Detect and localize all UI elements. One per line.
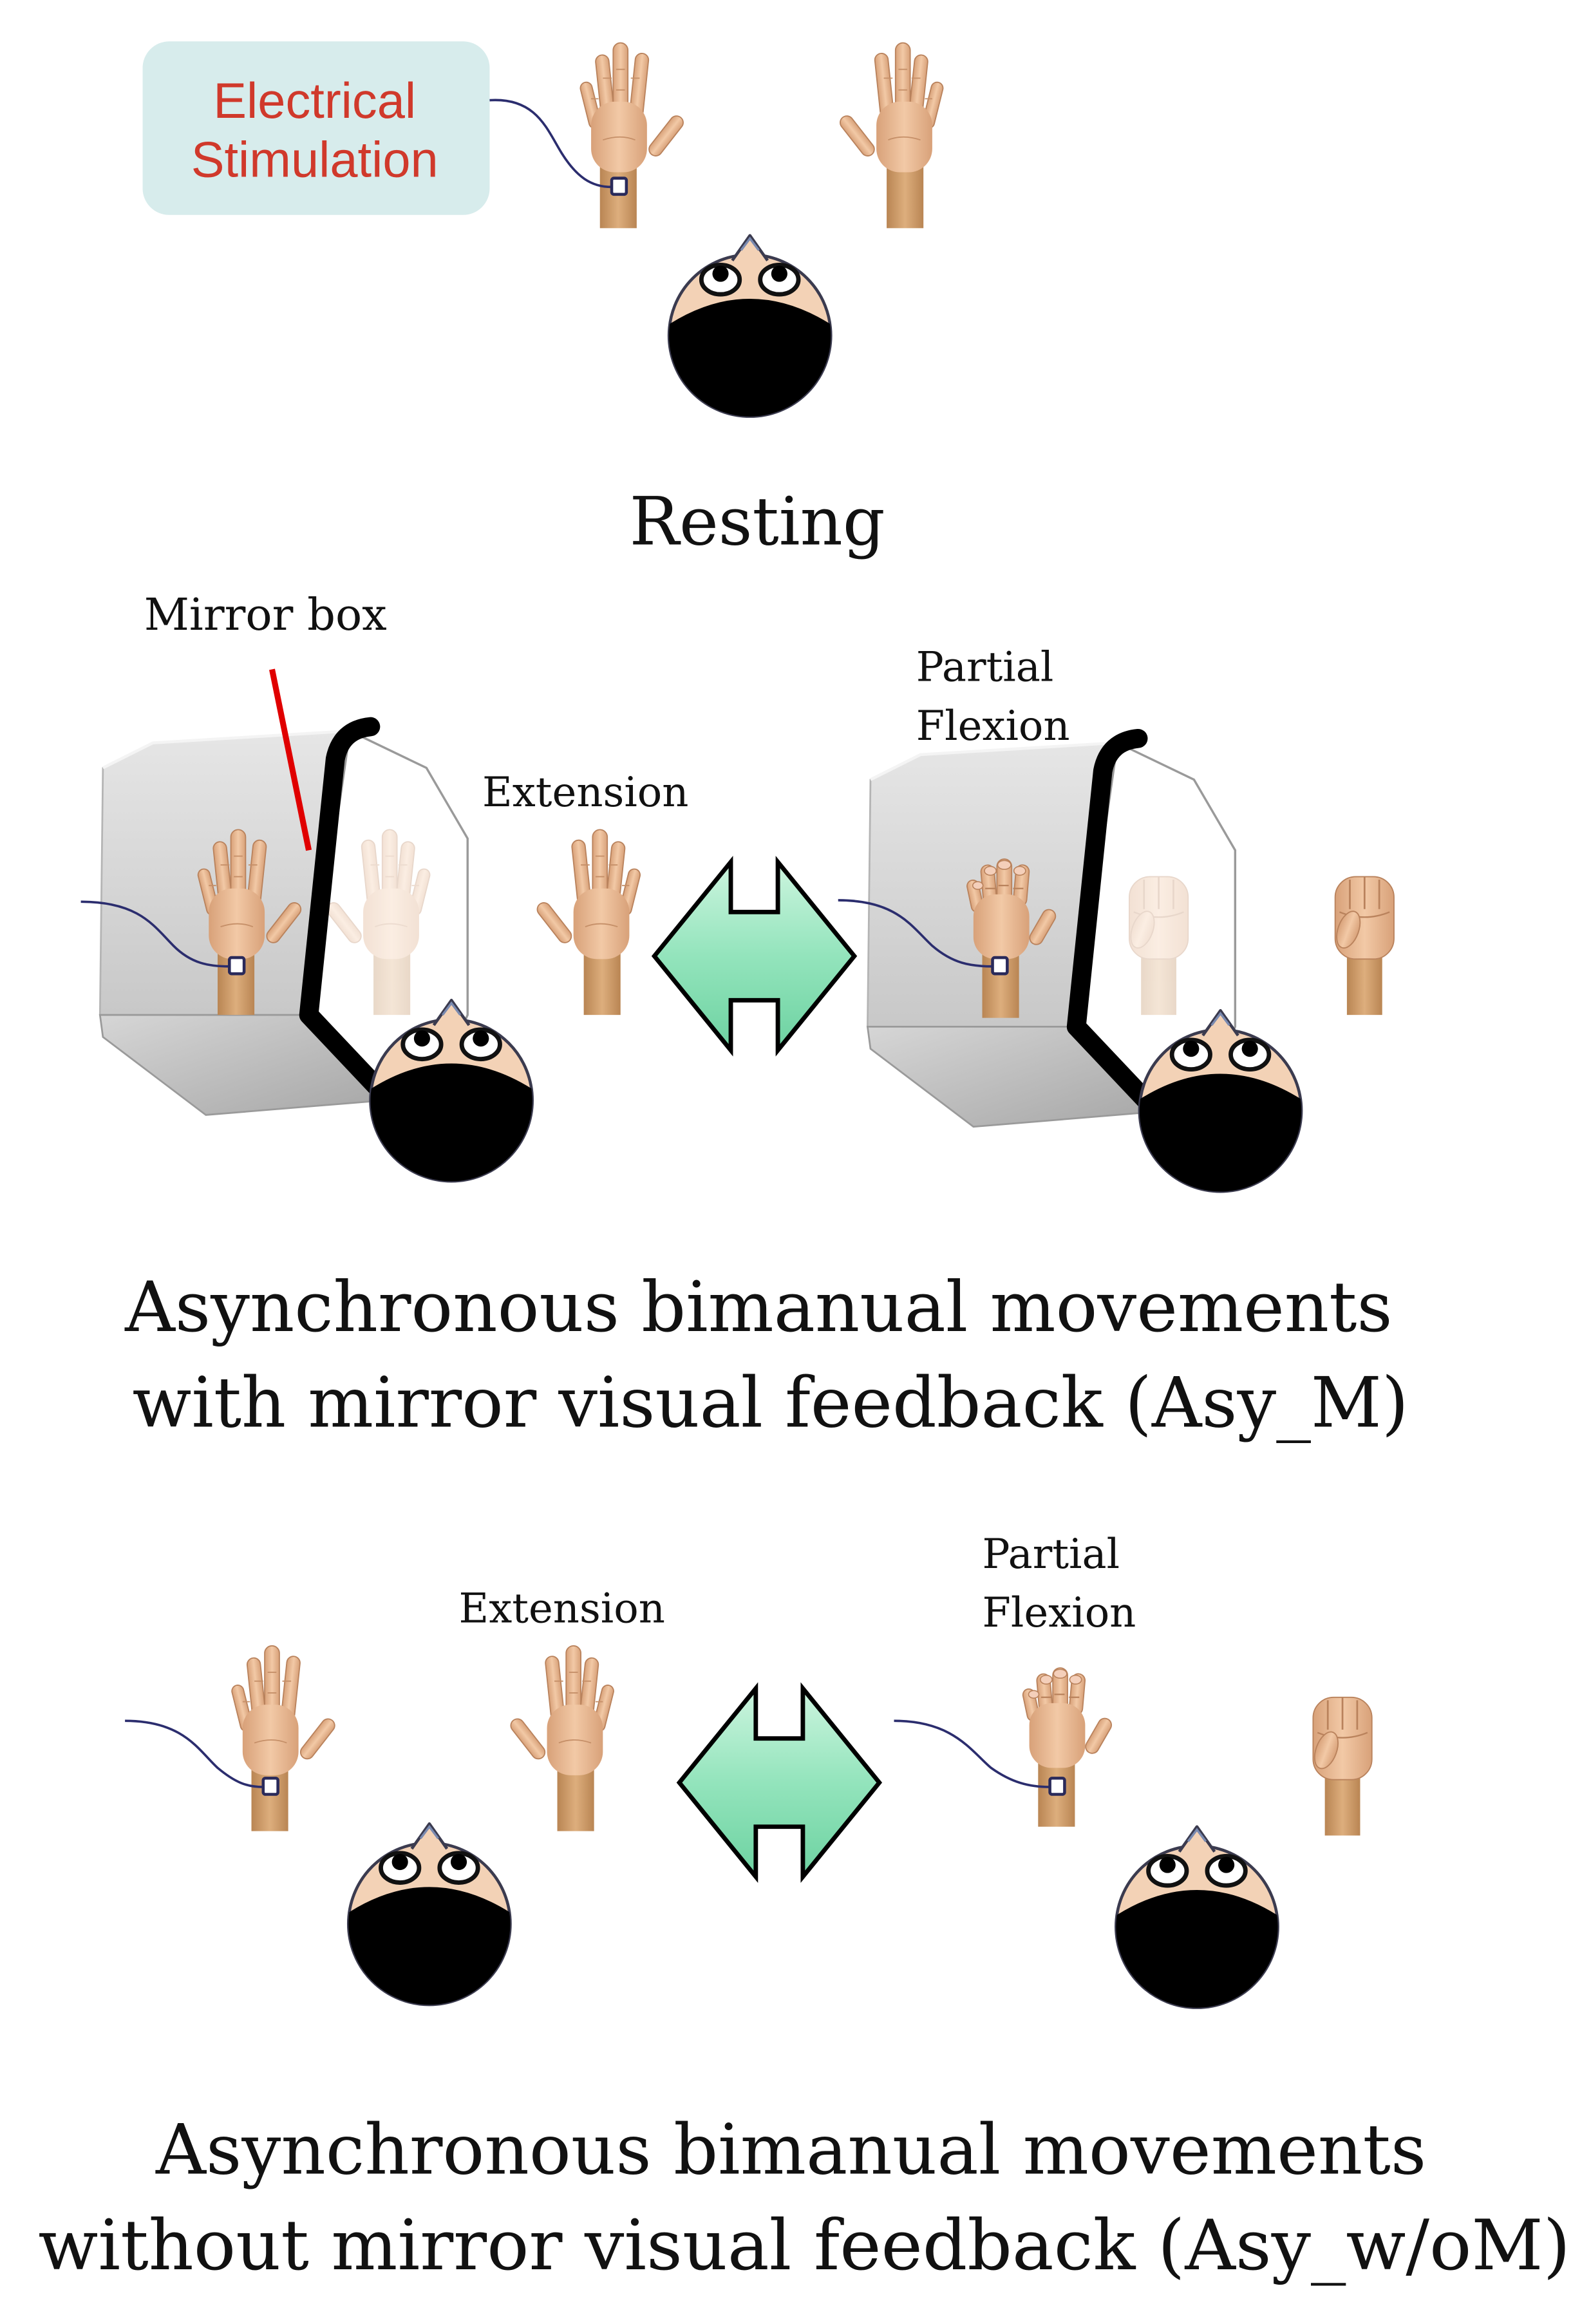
no-mirror-extension-head-figure [348, 1824, 510, 2005]
partial-flexion-label-mirror-line-2: Flexion [916, 703, 1070, 750]
extension-label-mirror: Extension [482, 769, 688, 817]
asy-m-caption-line-1: Asynchronous bimanual movements [124, 1267, 1393, 1348]
mirror-extension-stimulation-wire [80, 900, 230, 968]
resting-electrode [610, 176, 628, 196]
alternation-double-arrow-no-mirror [679, 1688, 880, 1876]
no-mirror-right-hand-fist [1309, 1696, 1373, 1837]
resting-left-hand [578, 42, 687, 229]
alternation-double-arrow-mirror [654, 862, 854, 1050]
partial-flexion-label-no-mirror-line-2: Flexion [983, 1589, 1136, 1637]
partial-flexion-label-no-mirror-line-1: Partial [983, 1531, 1120, 1578]
resting-right-hand [836, 42, 945, 229]
stimulation-label-line-2: Stimulation [191, 132, 438, 187]
partial-flexion-label-mirror-line-1: Partial [916, 644, 1054, 692]
no-mirror-flexion-stimulation-wire [894, 1719, 1050, 1788]
no-mirror-right-hand-extension [507, 1645, 616, 1832]
mirror-box-pointer-line [269, 668, 312, 851]
no-mirror-extension-electrode [261, 1777, 279, 1796]
mirror-flexion-stimulation-wire [838, 899, 993, 968]
extension-visible-hand-mirror [534, 829, 642, 1016]
no-mirror-extension-stimulation-wire [125, 1719, 263, 1788]
stimulation-label-line-1: Electrical [213, 73, 416, 129]
resting-head-figure [669, 236, 831, 417]
asy-wom-caption-line-1: Asynchronous bimanual movements [155, 2110, 1426, 2191]
no-mirror-left-hand-extension [230, 1645, 338, 1832]
resting-caption: Resting [630, 484, 885, 560]
asy-m-caption-line-2: with mirror visual feedback (Asy_M) [133, 1363, 1409, 1444]
mirror-extension-electrode [227, 956, 246, 976]
resting-stimulation-wire [489, 99, 612, 189]
mirror-box-label: Mirror box [144, 589, 387, 641]
asy-wom-caption-line-2: without mirror visual feedback (Asy_w/oM… [38, 2206, 1570, 2286]
stimulation-label-box [142, 41, 490, 215]
extension-label-no-mirror: Extension [459, 1585, 665, 1632]
no-mirror-flexion-electrode [1048, 1777, 1066, 1796]
no-mirror-left-hand-partial-flexion [1021, 1667, 1115, 1828]
mirror-flexion-electrode [991, 956, 1009, 976]
no-mirror-flexion-head-figure [1116, 1827, 1277, 2008]
fist-visible-hand-mirror [1331, 876, 1395, 1016]
